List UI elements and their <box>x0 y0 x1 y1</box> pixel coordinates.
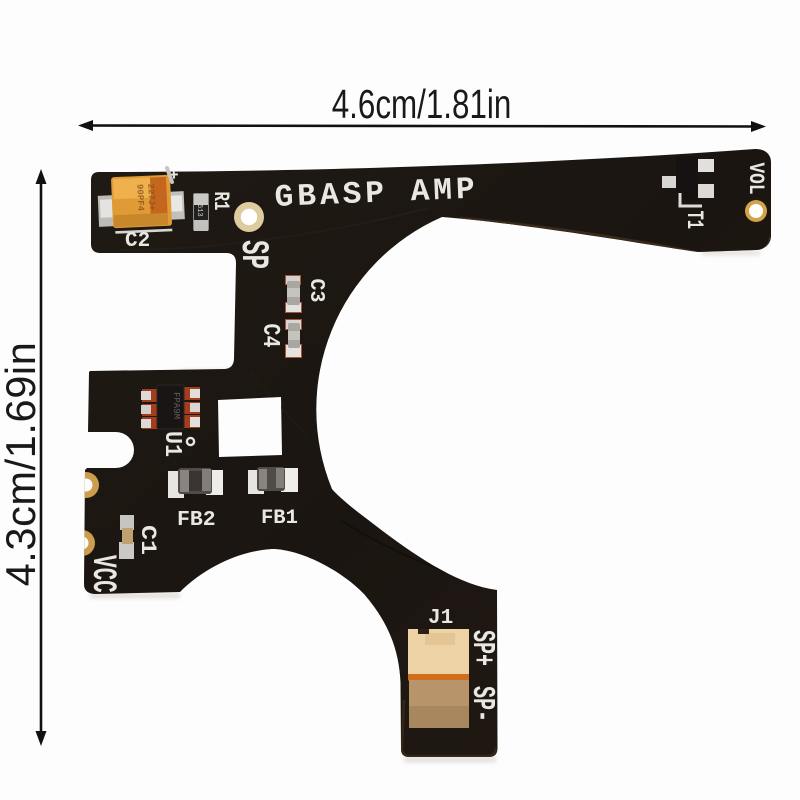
svg-text:VCC: VCC <box>83 555 123 593</box>
svg-text:FB1: FB1 <box>261 507 298 530</box>
svg-text:C1: C1 <box>134 525 160 555</box>
svg-text:C4: C4 <box>256 324 283 348</box>
svg-text:227J+: 227J+ <box>145 183 156 210</box>
svg-text:4.3cm/1.69in: 4.3cm/1.69in <box>0 342 44 587</box>
svg-text:C3: C3 <box>304 279 328 303</box>
svg-text:4.6cm/1.81in: 4.6cm/1.81in <box>332 81 512 127</box>
svg-text:SP: SP <box>231 240 275 269</box>
svg-text:T1: T1 <box>681 211 707 230</box>
svg-text:GBASP AMP: GBASP AMP <box>274 172 479 216</box>
svg-text:VOL: VOL <box>742 163 767 195</box>
svg-text:R1: R1 <box>208 192 233 211</box>
svg-text:U1: U1 <box>159 431 186 457</box>
svg-text:C2: C2 <box>125 230 150 253</box>
svg-text:FPA9M: FPA9M <box>171 392 181 419</box>
svg-text:J1: J1 <box>428 607 453 630</box>
svg-text:FB2: FB2 <box>177 508 216 532</box>
svg-text:SP-: SP- <box>464 686 500 722</box>
svg-text:90PF4: 90PF4 <box>134 184 145 212</box>
svg-text:513: 513 <box>195 204 203 217</box>
svg-text:SP+: SP+ <box>464 630 500 666</box>
